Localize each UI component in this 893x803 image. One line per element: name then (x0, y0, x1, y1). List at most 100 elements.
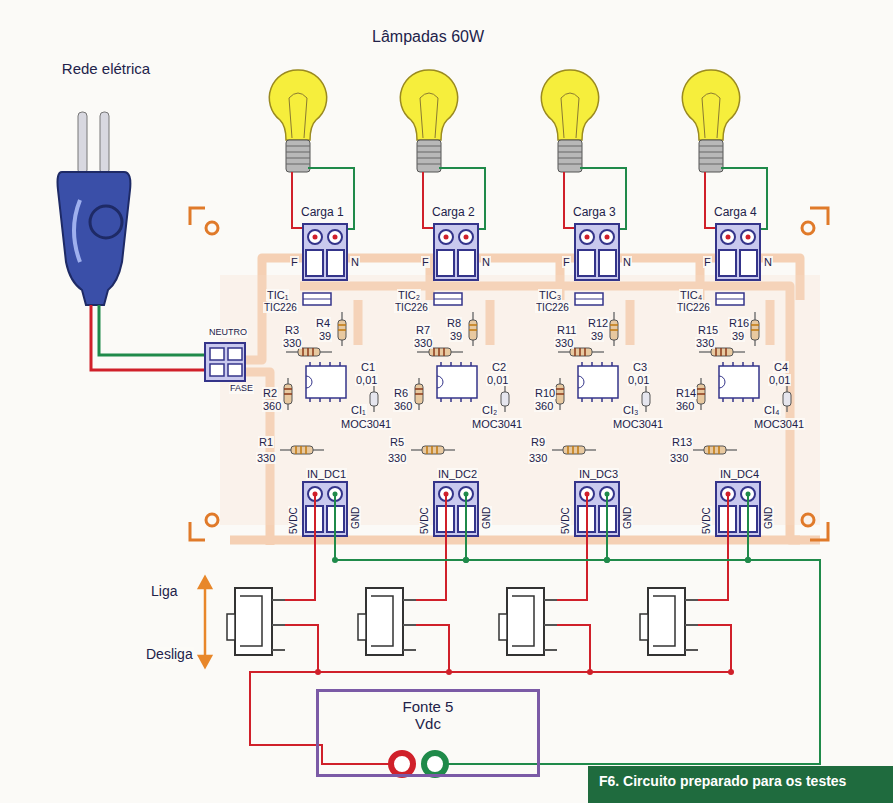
component-value: 360 (262, 400, 282, 412)
component-ref: R15 (697, 324, 719, 336)
component-value: 330 (387, 452, 407, 464)
component-ref: C1 (360, 361, 376, 373)
component-value: 330 (669, 452, 689, 464)
pin-label: N (763, 256, 773, 268)
component-ref: R9 (530, 436, 546, 448)
component-value: 330 (554, 337, 574, 349)
component-ref: R7 (415, 324, 431, 336)
pin-label: N (481, 256, 491, 268)
pin-label: 5VDC (560, 506, 571, 535)
part-number: MOC3041 (753, 418, 805, 430)
component-ref: R6 (393, 387, 409, 399)
channel-4 (640, 70, 791, 675)
pin-label: 5VDC (419, 506, 430, 535)
power-supply-box: Fonte 5 Vdc (316, 689, 540, 777)
part-number: MOC3041 (471, 418, 523, 430)
power-supply-label: Fonte 5 Vdc (396, 698, 460, 733)
negative-terminal (424, 753, 446, 775)
neutral-wire (99, 305, 210, 355)
component-ref: R5 (389, 436, 405, 448)
terminal-label: NEUTRO (208, 328, 248, 338)
switch-state-label: Liga (150, 584, 178, 599)
part-number: TIC226 (676, 302, 711, 313)
component-value: 39 (449, 330, 463, 342)
component-ref: TIC₃ (538, 289, 562, 301)
pin-label: F (290, 256, 299, 268)
component-ref: C3 (632, 361, 648, 373)
switch-state-label: Desliga (145, 647, 194, 662)
component-ref: R12 (587, 317, 609, 329)
component-ref: CI₃ (622, 404, 639, 416)
pin-label: F (703, 256, 712, 268)
pin-label: GND (763, 506, 774, 530)
part-number: MOC3041 (340, 418, 392, 430)
terminal-label: Carga 4 (713, 206, 758, 219)
component-ref: R8 (446, 317, 462, 329)
component-ref: R10 (534, 387, 556, 399)
component-value: 0,01 (486, 374, 509, 386)
pin-label: GND (481, 506, 492, 530)
component-ref: TIC₁ (266, 289, 289, 301)
terminal-label: Carga 1 (300, 206, 345, 219)
switch-direction-arrow (199, 577, 211, 667)
channel-1 (227, 70, 378, 675)
component-value: 360 (675, 400, 695, 412)
component-value: 39 (590, 330, 604, 342)
part-number: MOC3041 (612, 418, 664, 430)
component-value: 39 (318, 330, 332, 342)
component-ref: CI₁ (350, 404, 367, 416)
component-ref: R1 (258, 436, 274, 448)
channel-2 (358, 70, 509, 675)
phase-wire (91, 305, 210, 370)
pin-label: 5VDC (288, 506, 299, 535)
part-number: TIC226 (263, 302, 298, 313)
terminal-label: IN_DC3 (578, 468, 619, 480)
component-ref: R2 (262, 387, 278, 399)
component-ref: R4 (315, 317, 331, 329)
terminal-label: FASE (229, 384, 254, 394)
terminal-label: IN_DC2 (437, 468, 478, 480)
component-ref: C2 (491, 361, 507, 373)
caption-banner (588, 766, 893, 803)
component-value: 360 (534, 400, 554, 412)
part-number: TIC226 (394, 302, 429, 313)
gnd-wire (335, 560, 820, 764)
figure-caption: F6. Circuito preparado para os testes (598, 774, 847, 789)
positive-terminal (391, 753, 413, 775)
terminal-label: Carga 2 (431, 206, 476, 219)
component-ref: CI₂ (481, 404, 498, 416)
component-value: 39 (731, 330, 745, 342)
component-ref: R11 (556, 324, 577, 336)
component-ref: R14 (675, 387, 697, 399)
component-value: 330 (282, 337, 302, 349)
pin-label: N (350, 256, 360, 268)
component-ref: R16 (728, 317, 750, 329)
component-value: 330 (256, 452, 276, 464)
diagram-title: Lâmpadas 60W (371, 28, 485, 46)
component-ref: R13 (671, 436, 693, 448)
component-value: 0,01 (627, 374, 650, 386)
terminal-label: Carga 3 (572, 206, 617, 219)
component-value: 330 (413, 337, 433, 349)
terminal-label: IN_DC1 (306, 468, 347, 480)
component-ref: CI₄ (763, 404, 781, 416)
component-value: 360 (393, 400, 413, 412)
component-ref: C4 (773, 361, 789, 373)
channel-3 (499, 70, 650, 675)
component-ref: R3 (284, 324, 300, 336)
pin-label: N (622, 256, 632, 268)
component-ref: TIC₄ (679, 289, 703, 301)
pin-label: 5VDC (701, 506, 712, 535)
pin-label: GND (350, 506, 361, 530)
pin-label: GND (622, 506, 633, 530)
supply-wire (250, 672, 731, 764)
component-value: 330 (695, 337, 715, 349)
part-number: TIC226 (535, 302, 570, 313)
pin-label: F (421, 256, 430, 268)
plug-label: Rede elétrica (60, 60, 152, 79)
pin-label: F (562, 256, 571, 268)
component-ref: TIC₂ (397, 289, 421, 301)
component-value: 0,01 (355, 374, 378, 386)
terminal-label: IN_DC4 (719, 468, 760, 480)
